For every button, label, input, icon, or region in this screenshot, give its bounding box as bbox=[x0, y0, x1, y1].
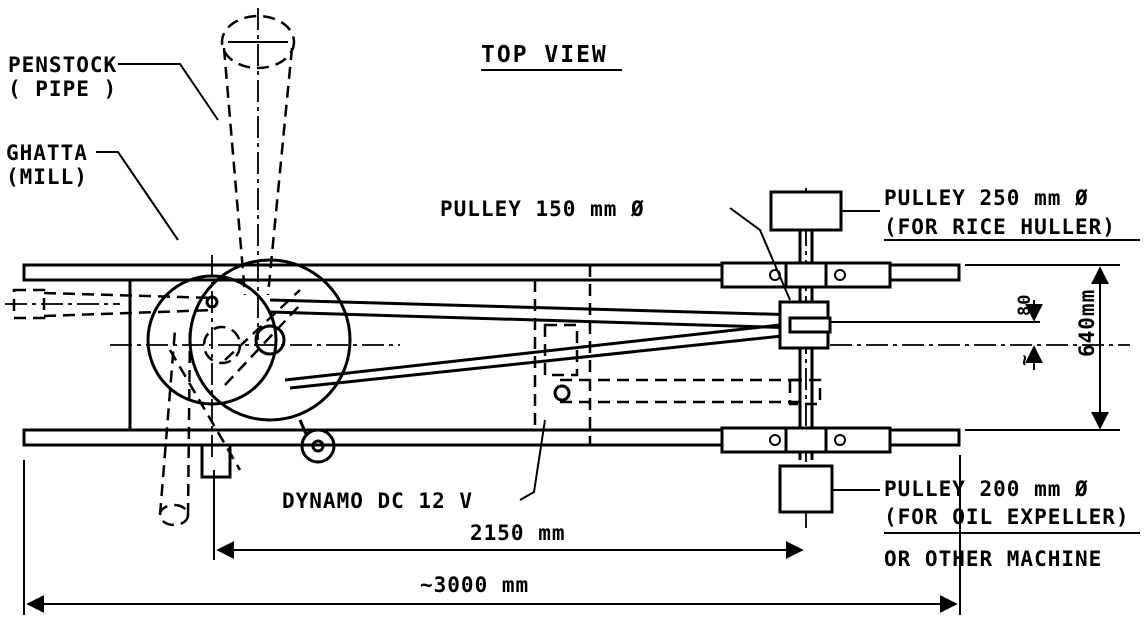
label-dynamo: DYNAMO DC 12 V bbox=[282, 489, 473, 513]
label-penstock-pipe: ( PIPE ) bbox=[8, 77, 117, 101]
ghatta-leader bbox=[96, 151, 179, 241]
dim-640-label: 640mm bbox=[1075, 289, 1099, 357]
penstock-pipe-edge-1 bbox=[222, 47, 247, 296]
penstock-pipe-end bbox=[220, 14, 296, 70]
ghatta-dashed-spoke-3 bbox=[168, 349, 242, 471]
penstock-pipe-edge-2 bbox=[266, 47, 294, 296]
belt-upper-line-2 bbox=[269, 310, 801, 330]
bearing-bottom-center bbox=[784, 426, 828, 454]
frame-rail-bottom bbox=[22, 428, 961, 447]
dynamo-leader bbox=[519, 419, 546, 501]
bearing-bottom-bolt-2 bbox=[834, 434, 846, 446]
bearing-top-bolt-2 bbox=[834, 269, 846, 281]
label-pulley-150: PULLEY 150 mm Ø bbox=[440, 197, 645, 221]
ghatta-hub bbox=[254, 324, 286, 356]
ghatta-runner-wheel bbox=[188, 258, 352, 422]
label-penstock: PENSTOCK bbox=[8, 53, 117, 77]
drawing-title: TOP VIEW bbox=[481, 42, 608, 68]
belt-lower-line-2 bbox=[289, 334, 783, 390]
dynamo-pulley-dashed bbox=[543, 323, 579, 377]
label-other-machine: OR OTHER MACHINE bbox=[884, 547, 1102, 571]
belt-upper-line bbox=[269, 298, 801, 317]
pulley-150-leader bbox=[729, 207, 791, 301]
bearing-bottom-bolt-1 bbox=[769, 434, 781, 446]
dynamo-body bbox=[300, 428, 336, 464]
dynamo-mount bbox=[298, 419, 308, 435]
pulley-150 bbox=[778, 300, 830, 350]
label-ghatta: GHATTA bbox=[6, 141, 88, 165]
lower-pipe-end bbox=[158, 503, 190, 527]
pulley-200-oil-expeller bbox=[778, 464, 834, 514]
left-shaft-line-2 bbox=[43, 308, 216, 318]
lower-pipe-edge-2 bbox=[186, 329, 192, 516]
penstock-leader bbox=[118, 63, 219, 121]
lower-pipe-edge-1 bbox=[158, 329, 177, 516]
frame-rail-top bbox=[22, 263, 961, 282]
mill-foot-block bbox=[200, 443, 232, 479]
dim-3000-label: ~3000 mm bbox=[420, 573, 529, 597]
dim-80-tilde: ~ bbox=[1013, 354, 1035, 366]
left-shaft-line-1 bbox=[43, 291, 216, 300]
label-mill: (MILL) bbox=[6, 165, 88, 189]
dim-2150-label: 2150 mm bbox=[470, 521, 566, 545]
shaft-dashed-coupling bbox=[788, 378, 822, 406]
pulley-250-rice-huller bbox=[769, 190, 843, 232]
belt-lower-line bbox=[284, 323, 781, 382]
label-pulley-250: PULLEY 250 mm Ø bbox=[884, 186, 1089, 210]
pulley-150-belt-face bbox=[788, 316, 832, 334]
dim-80-label: 80 bbox=[1015, 294, 1035, 316]
label-oil-expeller: (FOR OIL EXPELLER) bbox=[884, 505, 1130, 529]
dynamo-pulley-hub bbox=[553, 384, 571, 402]
bearing-top-center bbox=[784, 261, 828, 289]
label-pulley-200: PULLEY 200 mm Ø bbox=[884, 477, 1089, 501]
label-rice-huller: (FOR RICE HULLER) bbox=[884, 215, 1116, 239]
dynamo-shaft bbox=[311, 439, 325, 453]
